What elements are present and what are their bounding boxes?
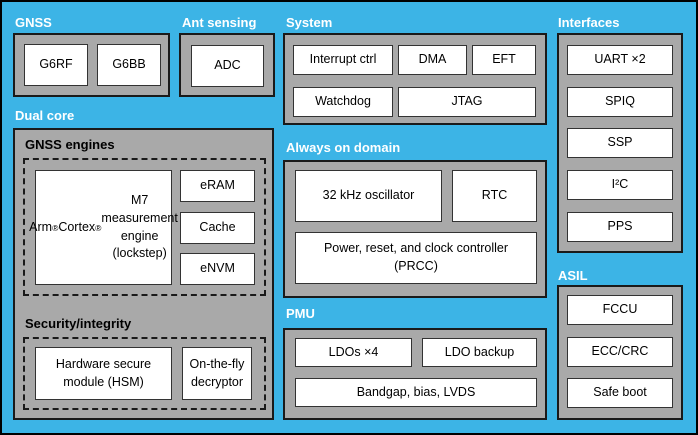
block-g6rf: G6RF [24, 44, 88, 86]
block-eft: EFT [472, 45, 536, 75]
block-watchdog: Watchdog [293, 87, 393, 117]
asil-section-label: ASIL [558, 268, 588, 283]
block-pps: PPS [567, 212, 673, 242]
dual-core-section-label: Dual core [15, 108, 75, 123]
block-cortex-m7: Arm® Cortex® M7 measurement engine (lock… [29, 170, 178, 285]
security-integrity-group: Hardware secure module (HSM) On-the-fly … [23, 337, 266, 410]
block-interrupt-ctrl: Interrupt ctrl [293, 45, 393, 75]
block-ecc-crc: ECC/CRC [567, 337, 673, 367]
block-i2c: I²C [567, 170, 673, 200]
system-panel: Interrupt ctrl DMA EFT Watchdog JTAG [283, 33, 547, 125]
always-on-domain-section-label: Always on domain [286, 140, 401, 155]
block-eram: eRAM [180, 170, 255, 202]
dual-core-panel: GNSS engines Arm® Cortex® M7 measurement… [13, 128, 274, 420]
block-adc: ADC [191, 45, 264, 87]
block-32khz-oscillator: 32 kHz oscillator [295, 170, 442, 222]
block-bandgap-bias-lvds: Bandgap, bias, LVDS [295, 378, 537, 407]
block-g6bb: G6BB [97, 44, 161, 86]
gnss-panel: G6RF G6BB [13, 33, 170, 97]
ant-sensing-panel: ADC [179, 33, 275, 97]
interfaces-panel: UART ×2 SPIQ SSP I²C PPS [557, 33, 683, 253]
pmu-panel: LDOs ×4 LDO backup Bandgap, bias, LVDS [283, 328, 547, 420]
block-cache: Cache [180, 212, 255, 244]
block-ssp: SSP [567, 128, 673, 158]
block-prcc: Power, reset, and clock controller (PRCC… [295, 232, 537, 284]
block-safe-boot: Safe boot [567, 378, 673, 408]
security-integrity-label: Security/integrity [25, 316, 132, 331]
asil-panel: FCCU ECC/CRC Safe boot [557, 285, 683, 420]
block-uart: UART ×2 [567, 45, 673, 75]
interfaces-section-label: Interfaces [558, 15, 620, 30]
gnss-engines-group: Arm® Cortex® M7 measurement engine (lock… [23, 158, 266, 296]
block-envm: eNVM [180, 253, 255, 285]
always-on-domain-panel: 32 kHz oscillator RTC Power, reset, and … [283, 160, 547, 298]
block-fccu: FCCU [567, 295, 673, 325]
block-ldo-backup: LDO backup [422, 338, 537, 367]
ant-sensing-section-label: Ant sensing [182, 15, 257, 30]
system-section-label: System [286, 15, 333, 30]
block-spiq: SPIQ [567, 87, 673, 117]
block-rtc: RTC [452, 170, 537, 222]
block-otf-decryptor: On-the-fly decryptor [182, 347, 252, 400]
block-jtag: JTAG [398, 87, 536, 117]
gnss-section-label: GNSS [15, 15, 52, 30]
block-dma: DMA [398, 45, 467, 75]
block-ldos: LDOs ×4 [295, 338, 412, 367]
block-hsm: Hardware secure module (HSM) [35, 347, 172, 400]
gnss-engines-label: GNSS engines [25, 137, 115, 152]
pmu-section-label: PMU [286, 306, 315, 321]
